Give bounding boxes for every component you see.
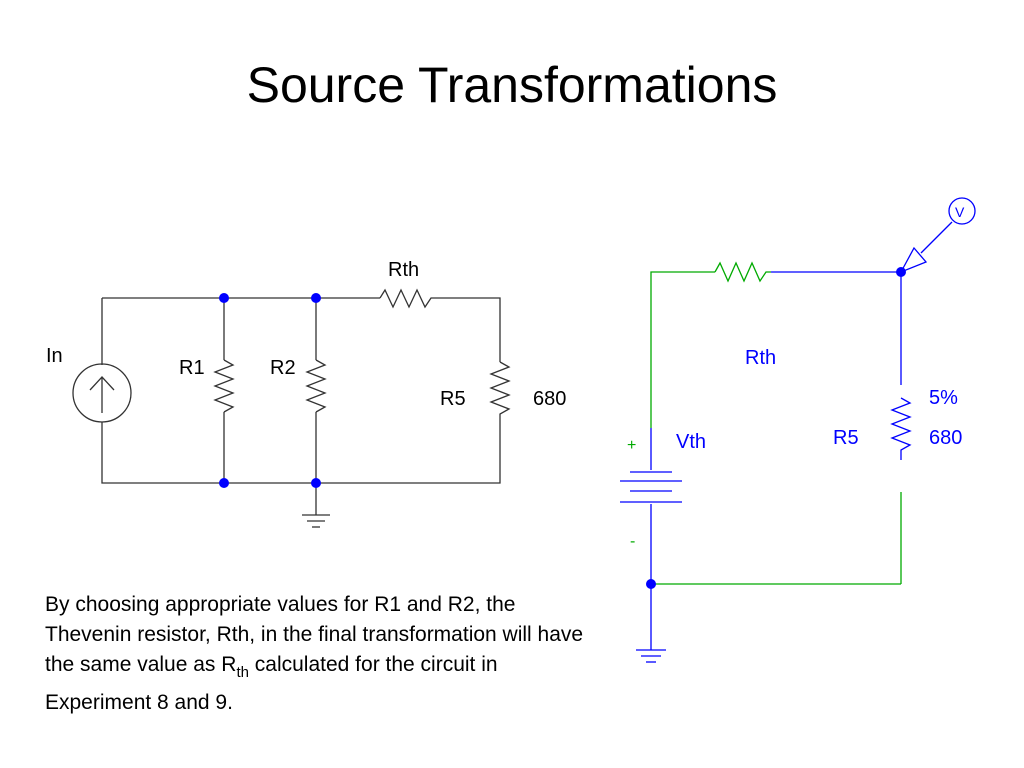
right-circuit [620, 197, 976, 663]
left-r5-value: 680 [533, 388, 566, 410]
node-icon [311, 293, 321, 303]
r1-resistor [213, 359, 235, 413]
left-labels: In R1 R2 Rth R5 680 [46, 259, 566, 410]
right-rth-label: Rth [745, 347, 776, 369]
caption-text: By choosing appropriate values for R1 an… [45, 590, 605, 718]
right-minus-sign: - [630, 533, 635, 550]
left-r5-resistor [489, 361, 511, 438]
slide-title: Source Transformations [246, 57, 778, 113]
node-icon [311, 478, 321, 488]
right-r5-value: 680 [929, 427, 962, 449]
probe-stem [920, 221, 953, 254]
right-left-wire [650, 271, 715, 428]
r2-resistor [305, 359, 327, 413]
right-plus-sign: + [627, 437, 636, 454]
node-icon [219, 293, 229, 303]
left-r1-label: R1 [179, 357, 205, 379]
probe-circle-icon [948, 197, 976, 225]
right-r5-label: R5 [833, 427, 859, 449]
left-rth-resistor [379, 288, 436, 309]
caption-main: By choosing appropriate values for R1 an… [45, 593, 584, 676]
right-nodes [646, 267, 906, 589]
left-source-label: In [46, 345, 63, 367]
right-rth-resistor [714, 261, 771, 283]
probe-label: V [955, 204, 965, 220]
right-tolerance: 5% [929, 387, 958, 409]
left-bottom-wire-source [101, 422, 501, 484]
left-rth-label: Rth [388, 259, 419, 281]
current-source-icon [72, 363, 132, 423]
node-icon [646, 579, 656, 589]
left-rth-right-wire [436, 297, 501, 362]
left-circuit [72, 288, 511, 528]
right-r5-resistor [890, 397, 912, 460]
node-icon [219, 478, 229, 488]
left-nodes [219, 293, 321, 488]
left-r5-label: R5 [440, 388, 466, 410]
probe-tip-icon [899, 246, 928, 274]
current-source-arrow-head [89, 376, 115, 391]
right-source-label: Vth [676, 431, 706, 453]
node-icon [896, 267, 906, 277]
caption-tail: calculated for the circuit in Experiment… [45, 653, 498, 714]
right-labels: V Rth Vth + - R5 680 5% [627, 204, 965, 550]
caption-subscript: th [236, 664, 249, 681]
left-r2-label: R2 [270, 357, 296, 379]
